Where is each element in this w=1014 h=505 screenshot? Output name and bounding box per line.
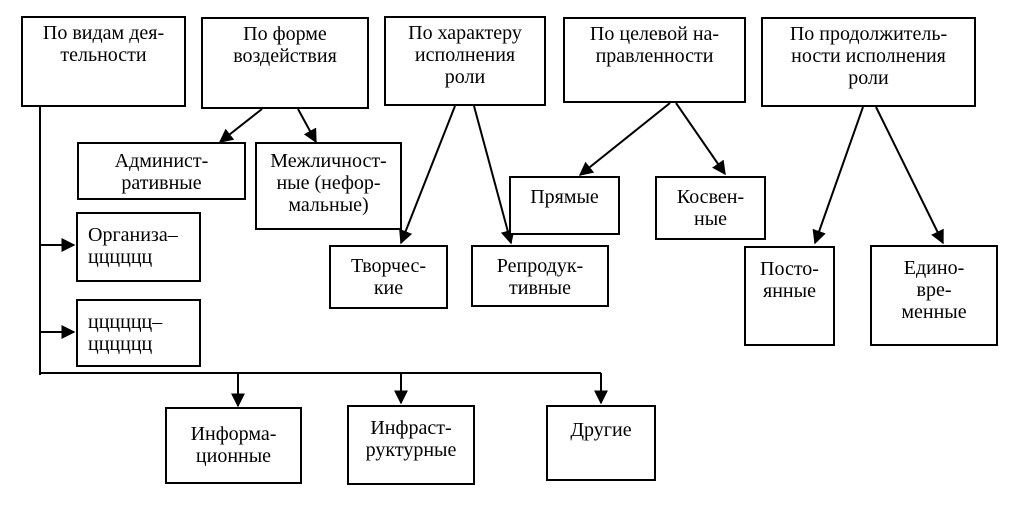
arrow-to-direct <box>578 102 671 176</box>
type-organizational: Организа– цццццц <box>76 212 201 282</box>
type-interpersonal: Межличност- ные (нефор- мальные) <box>255 142 402 230</box>
category-by-form: По форме воздействия <box>201 17 369 109</box>
arrow-to-administrative <box>218 108 263 143</box>
type-reproductive: Репродук- тивные <box>471 245 609 307</box>
type-other: Другие <box>546 405 656 481</box>
type-informational: Информа- ционные <box>165 407 302 484</box>
type-unreadable: цццццц– цццццц <box>76 299 201 367</box>
type-indirect: Косвен- ные <box>655 176 766 240</box>
arrow-to-reproductive <box>473 105 515 245</box>
type-one-time: Едино- вре- менные <box>870 245 998 346</box>
arrow-to-indirect <box>675 102 726 176</box>
type-direct: Прямые <box>509 176 620 235</box>
type-administrative: Админист- ративные <box>77 142 246 200</box>
type-permanent: Посто- янные <box>744 246 835 346</box>
category-by-target: По целевой на- правленности <box>563 17 746 103</box>
arrow-to-creative <box>399 105 456 245</box>
type-creative: Творчес- кие <box>329 245 448 309</box>
arrow-to-permanent <box>812 106 864 245</box>
arrow-to-one-time <box>875 106 944 245</box>
category-by-character: По характеру исполнения роли <box>384 16 546 106</box>
type-infrastructural: Инфраст- руктурные <box>347 405 475 485</box>
arrow-to-interpersonal <box>297 108 317 144</box>
category-by-duration: По продолжитель- ности исполнения роли <box>761 17 976 107</box>
category-by-activity: По видам дея- тельности <box>21 16 186 107</box>
